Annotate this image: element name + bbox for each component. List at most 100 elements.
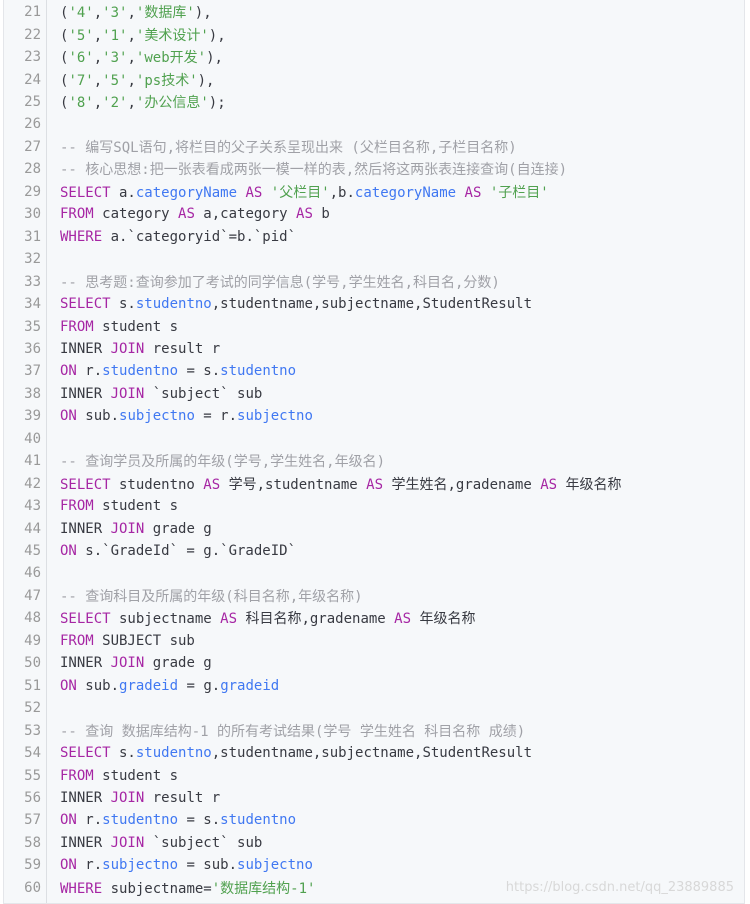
code-line: 44 INNER JOIN grade g xyxy=(4,517,744,539)
line-number: 41 xyxy=(24,453,41,470)
code-token: 学生姓名,gradename xyxy=(383,476,541,493)
code-text[interactable]: FROM student s xyxy=(60,768,178,784)
code-text[interactable]: SELECT subjectname AS 科目名称,gradename AS … xyxy=(60,608,475,628)
code-text[interactable]: ON s.`GradeId` = g.`GradeID` xyxy=(60,543,296,559)
code-text[interactable]: ('7','5','ps技术'), xyxy=(60,70,214,90)
code-text[interactable]: FROM SUBJECT sub xyxy=(60,633,195,649)
code-token: ), xyxy=(197,72,215,89)
code-token: AS xyxy=(296,206,313,223)
code-token: 'web开发' xyxy=(135,50,207,67)
line-number: 48 xyxy=(24,610,41,627)
code-line: 22 ('5','1','美术设计'), xyxy=(4,23,744,45)
code-token xyxy=(262,185,270,201)
code-token: `subject` sub xyxy=(144,385,263,402)
line-number: 40 xyxy=(24,430,41,447)
code-token: SELECT xyxy=(60,184,111,201)
code-token: = s. xyxy=(178,812,221,829)
code-text[interactable]: FROM category AS a,category AS b xyxy=(60,206,330,222)
code-token: studentno xyxy=(102,812,179,829)
code-text[interactable]: ON r.studentno = s.studentno xyxy=(60,363,296,379)
code-token: , xyxy=(93,5,103,22)
code-token: JOIN xyxy=(110,834,145,851)
code-token: '父栏目' xyxy=(270,184,330,201)
code-text[interactable]: INNER JOIN `subject` sub xyxy=(60,835,262,851)
code-token: AS xyxy=(540,476,558,493)
code-text[interactable]: FROM student s xyxy=(60,319,178,335)
code-text[interactable]: SELECT s.studentno,studentname,subjectna… xyxy=(60,296,532,312)
code-text[interactable]: -- 查询科目及所属的年级(科目名称,年级名称) xyxy=(60,586,363,606)
code-text[interactable]: ('4','3','数据库'), xyxy=(60,2,212,22)
line-number: 58 xyxy=(24,834,41,851)
line-number: 52 xyxy=(24,700,41,717)
code-token: = g. xyxy=(178,677,221,694)
code-token: studentno xyxy=(135,745,212,762)
line-number: 45 xyxy=(24,543,41,560)
code-text[interactable]: ON r.studentno = s.studentno xyxy=(60,812,296,828)
code-text[interactable]: -- 查询学员及所属的年级(学号,学生姓名,年级名) xyxy=(60,451,385,471)
code-text[interactable]: -- 查询 数据库结构-1 的所有考试结果(学号 学生姓名 科目名称 成绩) xyxy=(60,721,525,741)
code-token: subjectno xyxy=(102,857,179,874)
code-token: a,category xyxy=(194,206,297,223)
code-token: a. xyxy=(110,184,136,201)
code-token: ,studentname,subjectname,StudentResult xyxy=(211,745,533,762)
code-token: AS xyxy=(394,611,412,628)
code-token: = r. xyxy=(194,408,238,425)
code-token: 年级名称 xyxy=(557,476,622,493)
line-number: 33 xyxy=(24,273,41,290)
code-token: ( xyxy=(60,27,69,44)
code-line: 26 xyxy=(4,113,744,135)
code-token: -- 核心思想:把一张表看成两张一模一样的表,然后将这两张表连接查询(自连接) xyxy=(60,162,567,179)
code-text[interactable]: SELECT a.categoryName AS '父栏目',b.categor… xyxy=(60,182,549,202)
code-text[interactable]: -- 编写SQL语句,将栏目的父子关系呈现出来 (父栏目名称,子栏目名称) xyxy=(60,137,517,157)
code-text[interactable]: -- 思考题:查询参加了考试的同学信息(学号,学生姓名,科目名,分数) xyxy=(60,272,500,292)
code-token: AS xyxy=(464,184,482,201)
code-token: , xyxy=(93,50,103,67)
code-token: subjectname= xyxy=(102,880,212,897)
code-line: 45 ON s.`GradeId` = g.`GradeID` xyxy=(4,540,744,562)
line-number: 22 xyxy=(24,26,41,43)
code-token: ON xyxy=(60,543,77,560)
code-text[interactable]: WHERE a.`categoryid`=b.`pid` xyxy=(60,229,296,245)
code-token: student s xyxy=(93,767,179,784)
code-text[interactable]: INNER JOIN result r xyxy=(60,341,220,357)
code-text[interactable]: ('6','3','web开发'), xyxy=(60,47,223,67)
code-text[interactable]: FROM student s xyxy=(60,498,178,514)
code-line: 23('6','3','web开发'), xyxy=(4,46,744,68)
code-token: SELECT xyxy=(60,611,111,628)
code-text[interactable]: -- 核心思想:把一张表看成两张一模一样的表,然后将这两张表连接查询(自连接) xyxy=(60,159,567,179)
code-token: INNER xyxy=(60,834,111,851)
code-line: 27-- 编写SQL语句,将栏目的父子关系呈现出来 (父栏目名称,子栏目名称) xyxy=(4,136,744,158)
code-token: '子栏目' xyxy=(489,184,549,201)
code-token: subjectname xyxy=(110,611,221,628)
code-token: s. xyxy=(110,296,136,313)
code-text[interactable]: ON r.subjectno = sub.subjectno xyxy=(60,857,313,873)
code-text[interactable]: ('8','2','办公信息'); xyxy=(60,92,226,112)
code-token: ,studentname,subjectname,StudentResult xyxy=(211,296,533,313)
code-line: 28-- 核心思想:把一张表看成两张一模一样的表,然后将这两张表连接查询(自连接… xyxy=(4,158,744,180)
code-text[interactable]: ON sub.subjectno = r.subjectno xyxy=(60,408,313,424)
code-text[interactable]: SELECT s.studentno,studentname,subjectna… xyxy=(60,745,532,761)
code-token: '6' xyxy=(68,50,94,67)
code-text[interactable]: ('5','1','美术设计'), xyxy=(60,25,226,45)
line-number: 44 xyxy=(24,520,41,537)
code-token: JOIN xyxy=(110,385,145,402)
code-text[interactable]: ON sub.gradeid = g.gradeid xyxy=(60,678,279,694)
code-text[interactable]: WHERE subjectname='数据库结构-1' xyxy=(60,878,315,898)
line-number: 21 xyxy=(24,4,41,21)
code-token: '3' xyxy=(102,50,128,67)
code-token: FROM xyxy=(60,632,94,649)
code-text[interactable]: INNER JOIN result r xyxy=(60,790,220,806)
code-text[interactable]: INNER JOIN `subject` sub xyxy=(60,386,262,402)
code-token: AS xyxy=(203,476,221,493)
code-token: '美术设计' xyxy=(135,27,209,44)
code-text[interactable]: SELECT studentno AS 学号,studentname AS 学生… xyxy=(60,474,621,494)
code-text[interactable]: INNER JOIN grade g xyxy=(60,655,212,671)
code-token: ), xyxy=(208,27,226,44)
code-text[interactable]: INNER JOIN grade g xyxy=(60,521,212,537)
